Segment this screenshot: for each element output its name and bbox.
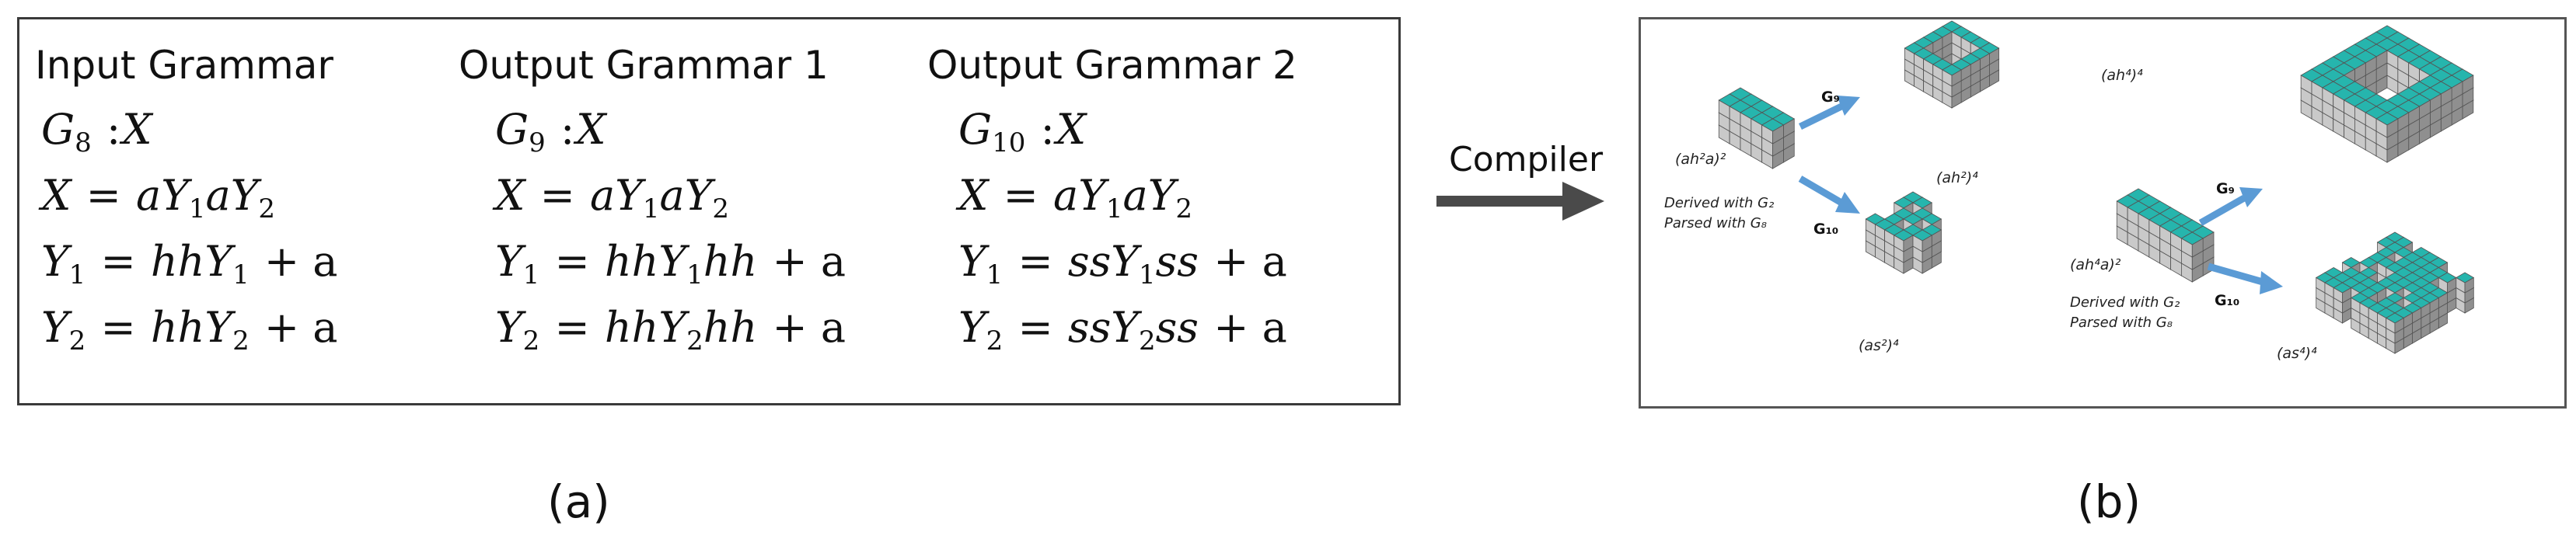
label-g9-left: G₉ [1821,89,1840,106]
input-block-right [2116,188,2215,283]
label-g10-left: G₁₀ [1813,221,1838,238]
structure-panel: G₉ G₁₀ (ah²a)² Derived with G₂ Parsed wi… [1639,17,2567,409]
grammar-name-1: G9 :X [495,105,606,158]
caption-b: (b) [2077,475,2141,528]
label-derived-left: Derived with G₂ [1664,195,1774,211]
arrow-g10-left-icon [1798,176,1860,214]
header-output-grammar-1: Output Grammar 1 [459,43,829,88]
header-output-grammar-2: Output Grammar 2 [927,43,1297,88]
label-out-bottom-right: (as⁴)⁴ [2277,345,2317,362]
grammar-name-2: G10 :X [958,105,1087,158]
production-rule: Y1 = hhY1 + a [41,237,338,290]
label-g9-right: G₉ [2216,180,2235,197]
compiler-arrow-icon [1436,182,1604,221]
label-input-left: (ah²a)² [1675,151,1726,168]
output-ring-right [2300,25,2474,163]
label-g10-right: G₁₀ [2215,292,2239,309]
production-rule: Y1 = hhY1hh + a [495,237,846,290]
arrow-g9-right-icon [2198,187,2263,226]
label-parsed-right: Parsed with G₈ [2070,315,2173,331]
output-blob-right [2315,231,2475,354]
label-out-top-left: (ah²)⁴ [1936,169,1978,186]
production-rule: Y1 = ssY1ss + a [958,237,1287,290]
grammar-panel: Input Grammar Output Grammar 1 Output Gr… [17,17,1401,405]
compiler-label: Compiler [1449,140,1604,179]
grammar-name-0: G8 :X [41,105,152,158]
production-rule: Y2 = ssY2ss + a [958,303,1287,356]
output-ring-left [1904,20,2000,109]
output-blob-left [1865,191,1942,274]
header-input-grammar: Input Grammar [35,43,333,88]
label-out-top-right: (ah⁴)⁴ [2101,67,2143,84]
production-rule: Y2 = hhY2 + a [41,303,338,356]
arrow-g10-right-icon [2207,263,2283,294]
input-block-left [1718,87,1796,169]
production-rule: Y2 = hhY2hh + a [495,303,846,356]
label-parsed-left: Parsed with G₈ [1664,215,1767,231]
label-input-right: (ah⁴a)² [2070,256,2121,273]
label-derived-right: Derived with G₂ [2070,294,2180,311]
production-rule: X = aY1aY2 [958,171,1192,224]
caption-a: (a) [547,475,610,528]
structures-illustration: G₉ G₁₀ (ah²a)² Derived with G₂ Parsed wi… [1664,20,2475,362]
label-out-bottom-left: (as²)⁴ [1859,337,1899,354]
arrow-g9-left-icon [1799,96,1860,130]
production-rule: X = aY1aY2 [41,171,275,224]
production-rule: X = aY1aY2 [495,171,729,224]
